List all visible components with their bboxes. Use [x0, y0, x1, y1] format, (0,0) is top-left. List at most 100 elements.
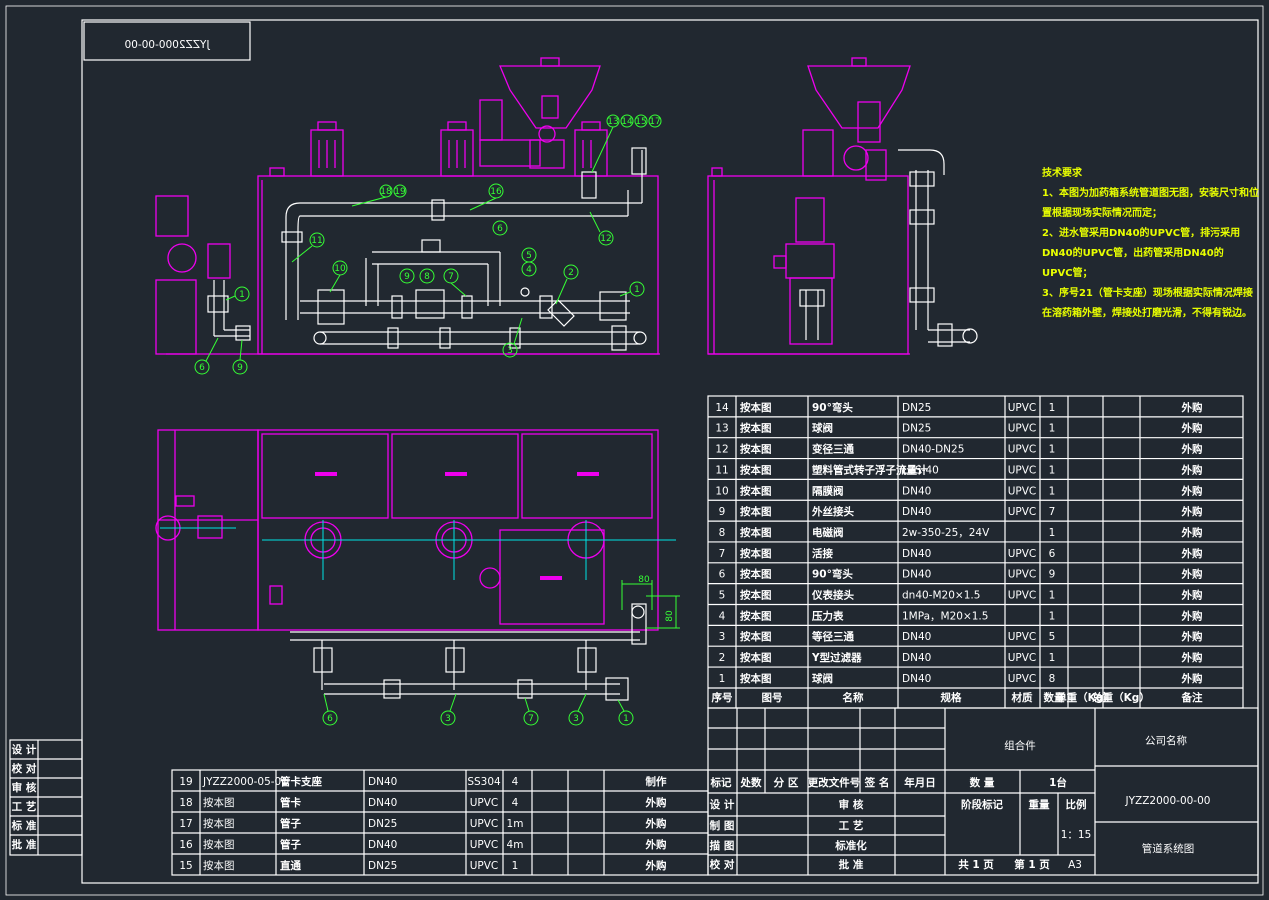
bom-row-code: 按本图: [740, 568, 772, 581]
bom-row-no: 4: [719, 610, 726, 622]
approval-process: 工 艺: [12, 800, 37, 813]
bom-row-spec: DN40-DN25: [902, 444, 964, 456]
bom-row-spec: DN40: [902, 569, 931, 581]
role-design: 设 计: [710, 798, 735, 811]
tank-compartment-2: [391, 433, 519, 519]
bom-row-spec: DN40: [902, 485, 931, 497]
role-standard: 标准化: [834, 839, 867, 852]
bom-row-name: Y型过滤器: [811, 651, 862, 664]
bom-row-name: 球阀: [812, 672, 833, 685]
bom-row-material: UPVC: [1008, 548, 1037, 560]
tech-requirements: 技术要求 1、本图为加药箱系统管道图无图，安装尺寸和位 置根据现场实际情况而定；…: [1042, 166, 1259, 319]
bom-row-code: 按本图: [740, 609, 772, 622]
bom-lower-row-material: UPVC: [470, 797, 499, 809]
svg-text:5: 5: [526, 251, 532, 261]
bom-row-code: 按本图: [740, 463, 772, 476]
bom-lower-row-name: 管卡支座: [280, 775, 322, 788]
solenoid-valve: [415, 289, 445, 319]
svg-text:3、序号21（管卡支座）现场根据实际情况焊接: 3、序号21（管卡支座）现场根据实际情况焊接: [1042, 286, 1253, 299]
bom-row-name: 压力表: [812, 609, 844, 622]
bom-row-code: 按本图: [740, 547, 772, 560]
svg-text:12: 12: [600, 234, 611, 244]
bom-lower-row-no: 17: [179, 818, 192, 830]
bom-row-note: 外购: [1181, 463, 1203, 476]
bom-lower-row-material: SS304: [467, 776, 501, 788]
assembly-name: 组合件: [1004, 739, 1036, 752]
bom-row-qty: 9: [1049, 569, 1056, 581]
front-view: [155, 57, 660, 355]
svg-text:8: 8: [424, 272, 430, 282]
bom-lower-row-code: 按本图: [203, 859, 235, 872]
bom-row-material: UPVC: [1008, 631, 1037, 643]
bom-row-name: 等径三通: [811, 630, 854, 643]
svg-text:13: 13: [607, 117, 618, 127]
bom-row-code: 按本图: [740, 526, 772, 539]
side-pump-motor: [795, 197, 825, 243]
paper-size: A3: [1068, 859, 1082, 871]
bom-row-name: 90°弯头: [812, 568, 853, 581]
bom-row-code: 按本图: [740, 422, 772, 435]
bom-row-spec: DN40: [902, 548, 931, 560]
bom-row-spec: DN40: [902, 631, 931, 643]
bom-row-note: 外购: [1181, 443, 1203, 456]
svg-text:在溶药箱外壁，焊接处打磨光滑，不得有锐边。: 在溶药箱外壁，焊接处打磨光滑，不得有锐边。: [1042, 306, 1252, 319]
svg-text:3: 3: [507, 346, 513, 356]
bom-row-note: 外购: [1181, 505, 1203, 518]
bom-row-spec: DN40: [902, 506, 931, 518]
bom-row-note: 外购: [1181, 547, 1203, 560]
bom-lower-row-qty: 4: [512, 776, 519, 788]
svg-text:11: 11: [311, 236, 322, 246]
bom-row-spec: DN25: [902, 402, 931, 414]
bom-row-note: 外购: [1181, 422, 1203, 435]
svg-text:6: 6: [199, 363, 205, 373]
dim-80-horizontal: 80: [638, 575, 650, 585]
tank-compartment-1: [261, 433, 389, 519]
approval-approve: 批 准: [12, 838, 37, 851]
role-review: 审 核: [839, 798, 864, 811]
bom-row-code: 按本图: [740, 651, 772, 664]
scale-label: 比例: [1066, 798, 1087, 811]
bom-row-qty: 1: [1049, 485, 1056, 497]
approval-block: 设 计 校 对 审 核 工 艺 标 准 批 准: [9, 739, 83, 856]
svg-text:1: 1: [634, 285, 640, 295]
bom-row-note: 外购: [1181, 484, 1203, 497]
y-strainer: [547, 299, 575, 327]
feeder-motor: [479, 99, 503, 141]
bom-row-note: 外购: [1181, 526, 1203, 539]
bom-header-unit-weight: 单重（Kg）: [1056, 691, 1114, 704]
bom-row-material: UPVC: [1008, 590, 1037, 602]
approval-design: 设 计: [12, 743, 37, 756]
bom-row-no: 2: [719, 652, 726, 664]
bom-row-qty: 1: [1049, 652, 1056, 664]
approval-review: 审 核: [12, 781, 37, 794]
bom-lower-row-code: 按本图: [203, 838, 235, 851]
rev-header-date: 年月日: [904, 776, 936, 789]
drawing-number: JYZZ2000-00-00: [1125, 795, 1211, 807]
svg-text:1、本图为加药箱系统管道图无图，安装尺寸和位: 1、本图为加药箱系统管道图无图，安装尺寸和位: [1042, 186, 1259, 199]
bom-lower-row-name: 管子: [280, 817, 301, 830]
svg-text:DN40的UPVC管，出药管采用DN40的: DN40的UPVC管，出药管采用DN40的: [1042, 246, 1224, 259]
bom-lower-row-spec: DN40: [368, 839, 397, 851]
bom-row-name: 电磁阀: [812, 526, 844, 539]
bom-lower-row-no: 16: [179, 839, 193, 851]
svg-text:2、进水管采用DN40的UPVC管，排污采用: 2、进水管采用DN40的UPVC管，排污采用: [1042, 226, 1240, 239]
bom-header-total-weight: 总重（Kg）: [1092, 691, 1150, 704]
svg-text:19: 19: [394, 187, 406, 197]
sheets-total: 共 1 页: [958, 858, 994, 871]
bom-row-code: 按本图: [740, 672, 772, 685]
rev-header-sign: 签 名: [864, 776, 890, 789]
svg-text:15: 15: [635, 117, 646, 127]
bom-row-material: UPVC: [1008, 444, 1037, 456]
powder-hopper: [499, 65, 601, 129]
bom-row-no: 9: [719, 506, 726, 518]
bom-row-code: 按本图: [740, 443, 772, 456]
bom-row-no: 13: [715, 423, 728, 435]
bom-lower-row-note: 制作: [646, 775, 667, 788]
svg-text:9: 9: [237, 363, 243, 373]
stage-label: 阶段标记: [961, 798, 1003, 811]
inner-frame: [81, 19, 1259, 884]
rev-header-docno: 更改文件号: [808, 776, 861, 789]
svg-text:6: 6: [327, 714, 333, 724]
